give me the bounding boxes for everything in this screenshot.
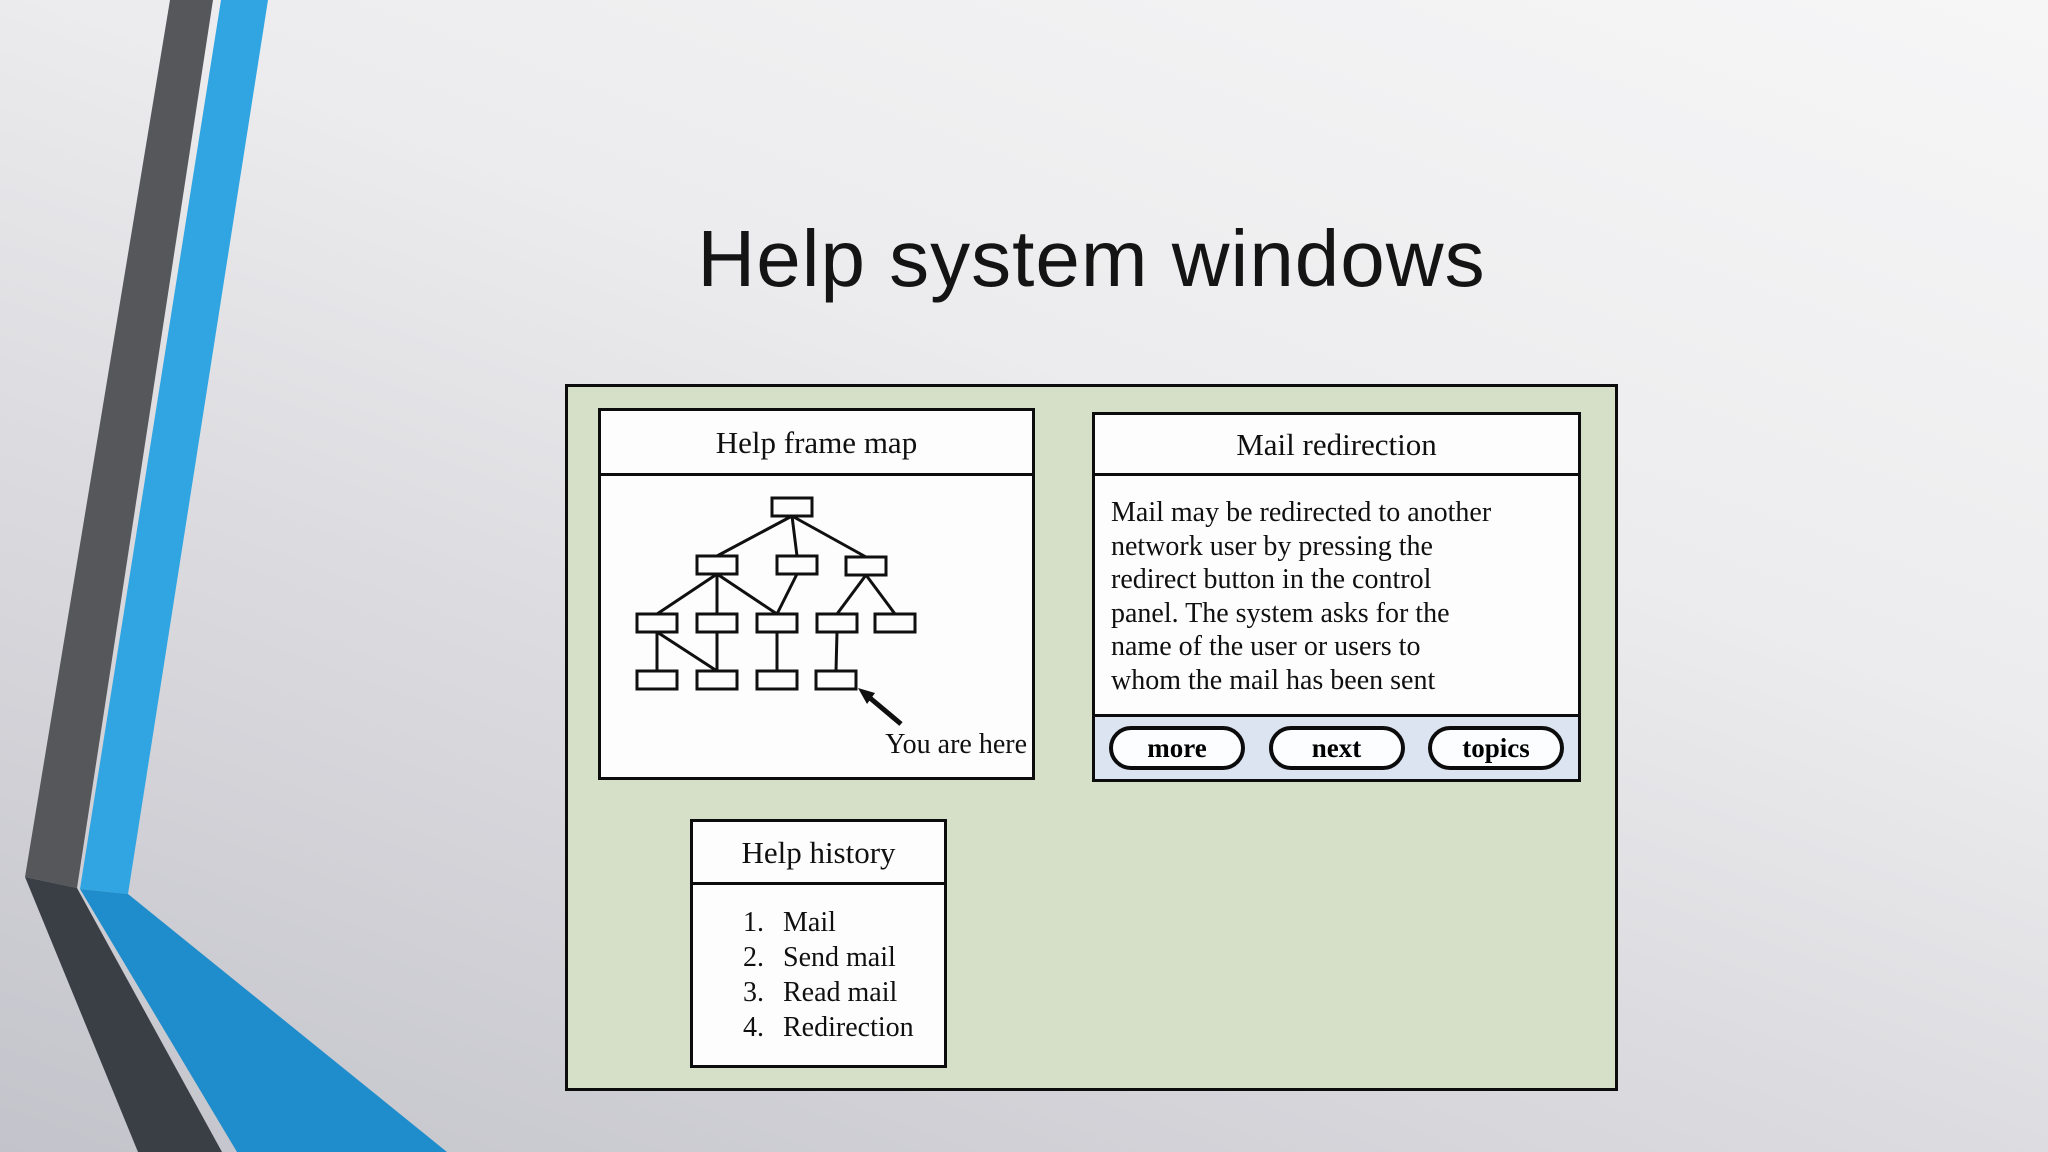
diagram-panel: Help frame map You are here Mail redirec… [565, 384, 1618, 1091]
chevron-blue-lower [80, 889, 447, 1152]
tree-node [635, 669, 679, 691]
tree-edge [791, 514, 867, 559]
you-are-here-arrow-shaft [868, 696, 903, 726]
tree-node [844, 555, 888, 577]
more-button[interactable]: more [1109, 726, 1245, 770]
tree-node [815, 612, 859, 634]
mail-redirection-body: Mail may be redirected to another networ… [1095, 476, 1578, 714]
tree-edge [716, 572, 778, 616]
you-are-here-label: You are here [885, 729, 1027, 760]
list-item: 2. Send mail [743, 940, 938, 975]
slide-title: Help system windows [697, 214, 1486, 303]
list-item: 3. Read mail [743, 975, 938, 1010]
help-history-list: 1. Mail 2. Send mail 3. Read mail 4. Red… [693, 885, 944, 1045]
mail-text-line: panel. The system asks for the [1111, 597, 1450, 629]
topics-button[interactable]: topics [1428, 726, 1564, 770]
tree-edge [716, 514, 793, 558]
mail-text-line: network user by pressing the [1111, 530, 1433, 562]
tree-node [770, 496, 814, 518]
mail-redirection-button-bar: more next topics [1095, 714, 1578, 779]
tree-node [873, 612, 917, 634]
chevron-blue-upper [80, 0, 268, 894]
tree-edge [656, 630, 718, 673]
list-item-label: Send mail [783, 942, 896, 973]
mail-redirection-titlebar: Mail redirection [1095, 415, 1578, 476]
you-are-here-arrowhead [858, 688, 875, 704]
list-item-number: 2. [743, 942, 764, 973]
tree-node [755, 612, 799, 634]
mail-redirection-text: Mail may be redirected to another networ… [1095, 476, 1578, 697]
window-mail-redirection: Mail redirection Mail may be redirected … [1092, 412, 1581, 782]
tree-node [695, 612, 739, 634]
chevron-gray-lower [25, 877, 222, 1152]
list-item-number: 3. [743, 977, 764, 1008]
help-frame-map-titlebar: Help frame map [601, 411, 1032, 476]
tree-node [695, 669, 739, 691]
list-item: 1. Mail [743, 905, 938, 940]
list-item-label: Mail [783, 907, 836, 938]
mail-text-line: whom the mail has been sent [1111, 664, 1436, 696]
mail-text-line: Mail may be redirected to another [1111, 497, 1492, 528]
tree-node [635, 612, 679, 634]
tree-edge [834, 631, 839, 672]
next-button[interactable]: next [1268, 726, 1405, 770]
window-help-frame-map: Help frame map You are here [598, 408, 1035, 780]
tree-node [695, 554, 739, 576]
help-history-titlebar: Help history [693, 822, 944, 885]
mail-text-line: name of the user or users to [1111, 631, 1421, 662]
list-item-number: 1. [743, 907, 764, 938]
tree-node [814, 669, 858, 691]
list-item-label: Read mail [783, 977, 898, 1008]
tree-edge [656, 572, 718, 616]
tree-edge [835, 574, 868, 615]
list-item-label: Redirection [783, 1012, 914, 1043]
tree-edge [790, 515, 799, 557]
help-history-body: 1. Mail 2. Send mail 3. Read mail 4. Red… [693, 885, 944, 1065]
list-item: 4. Redirection [743, 1010, 938, 1045]
chevron-gray-upper [25, 0, 213, 888]
help-frame-tree [635, 496, 917, 726]
tree-edge [775, 573, 799, 615]
list-item-number: 4. [743, 1012, 764, 1043]
tree-edge [864, 574, 897, 615]
help-frame-map-body: You are here [601, 476, 1032, 777]
tree-node [775, 554, 819, 576]
tree-node [755, 669, 799, 691]
window-help-history: Help history 1. Mail 2. Send mail 3. Rea… [690, 819, 947, 1068]
mail-text-line: redirect button in the control [1111, 564, 1432, 595]
